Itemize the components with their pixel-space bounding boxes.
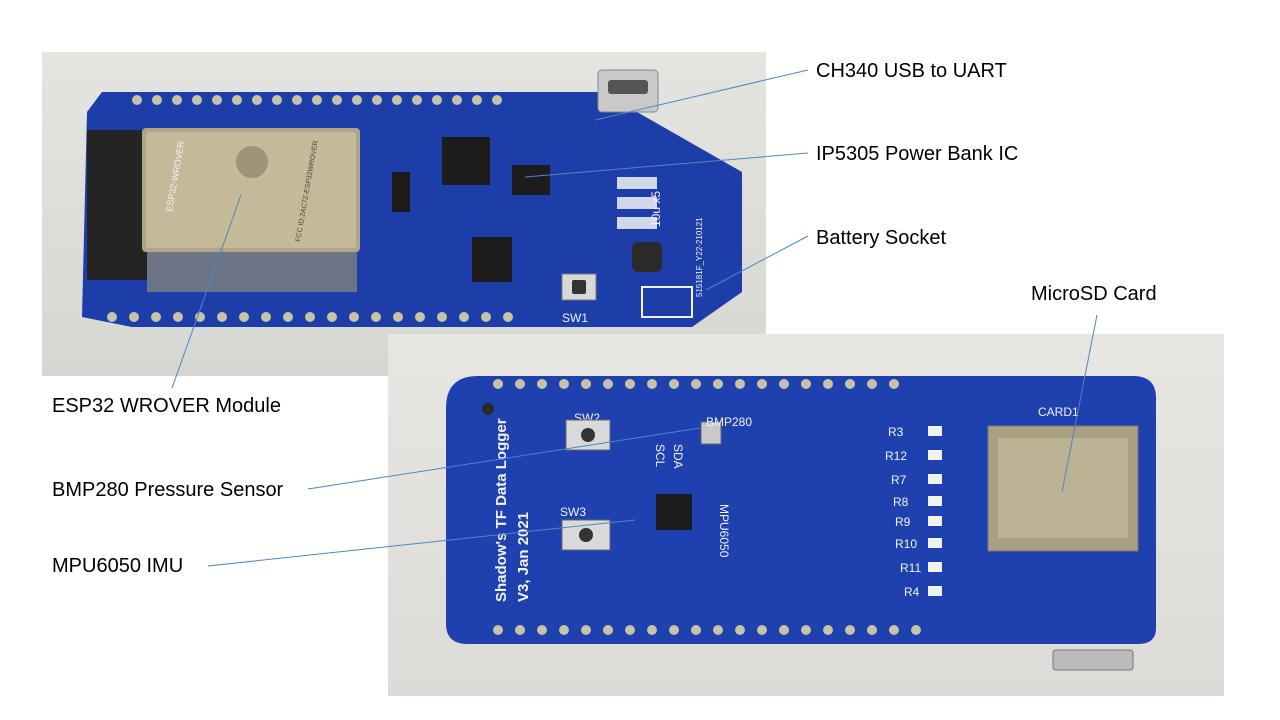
regulator-chip bbox=[472, 237, 512, 282]
svg-text:R7: R7 bbox=[891, 473, 907, 487]
esp32-module-label: ESP32 WROVER Module bbox=[52, 395, 281, 417]
svg-text:R8: R8 bbox=[893, 495, 909, 509]
q1-chip bbox=[392, 172, 410, 212]
sw1-label: SW1 bbox=[562, 311, 588, 325]
top-header-pins bbox=[132, 95, 502, 105]
cap-text: 10u x5 bbox=[649, 191, 663, 227]
antenna-area bbox=[87, 130, 147, 280]
svg-text:R10: R10 bbox=[895, 537, 917, 551]
svg-text:R9: R9 bbox=[895, 515, 911, 529]
card-label: CARD1 bbox=[1038, 405, 1079, 419]
inductor bbox=[632, 242, 662, 272]
mpu6050-imu-label: MPU6050 IMU bbox=[52, 555, 184, 577]
mpu6050-label: MPU6050 bbox=[717, 504, 731, 558]
svg-text:R12: R12 bbox=[885, 449, 907, 463]
board-title-line1: Shadow's TF Data Logger bbox=[493, 418, 510, 602]
top-board-photo: ESP32-WROVER FCC ID:2AC7Z-ESP32WROVER SW… bbox=[42, 52, 766, 376]
cap-group bbox=[617, 177, 657, 189]
bmp280-chip bbox=[700, 421, 722, 445]
bottom-board-photo: Shadow's TF Data Logger V3, Jan 2021 SW2… bbox=[388, 334, 1224, 696]
battery-socket bbox=[641, 286, 693, 318]
svg-text:R4: R4 bbox=[904, 585, 920, 599]
board-title-line2: V3, Jan 2021 bbox=[515, 512, 532, 602]
svg-text:R3: R3 bbox=[888, 425, 904, 439]
scl-label: SCL bbox=[653, 444, 667, 468]
resistor-column: R3 R12 R7 R8 R9 R10 R11 R4 bbox=[885, 425, 942, 599]
ch340-chip bbox=[442, 137, 490, 185]
sda-label: SDA bbox=[671, 444, 685, 469]
ch340-label: CH340 USB to UART bbox=[816, 60, 1007, 82]
sw1-button bbox=[561, 273, 597, 301]
module-pins bbox=[147, 252, 357, 292]
mounting-hole bbox=[482, 403, 494, 415]
microsd-card-label: MicroSD Card bbox=[1031, 283, 1157, 305]
svg-text:R11: R11 bbox=[900, 561, 921, 575]
bottom-usb bbox=[1052, 649, 1134, 671]
espressif-logo bbox=[236, 146, 268, 178]
bottom-board-bottom-pins bbox=[493, 625, 921, 635]
ip5305-chip bbox=[512, 165, 550, 195]
bottom-board-top-pins bbox=[493, 379, 899, 389]
version-code: 515181F_Y22-210121 bbox=[695, 217, 704, 297]
sw3-label: SW3 bbox=[560, 505, 586, 519]
bmp280-sensor-label: BMP280 Pressure Sensor bbox=[52, 479, 284, 501]
bmp280-label: BMP280 bbox=[706, 415, 752, 429]
mpu6050-chip bbox=[656, 494, 692, 530]
ip5305-label: IP5305 Power Bank IC bbox=[816, 143, 1019, 165]
battery-socket-label: Battery Socket bbox=[816, 227, 947, 249]
